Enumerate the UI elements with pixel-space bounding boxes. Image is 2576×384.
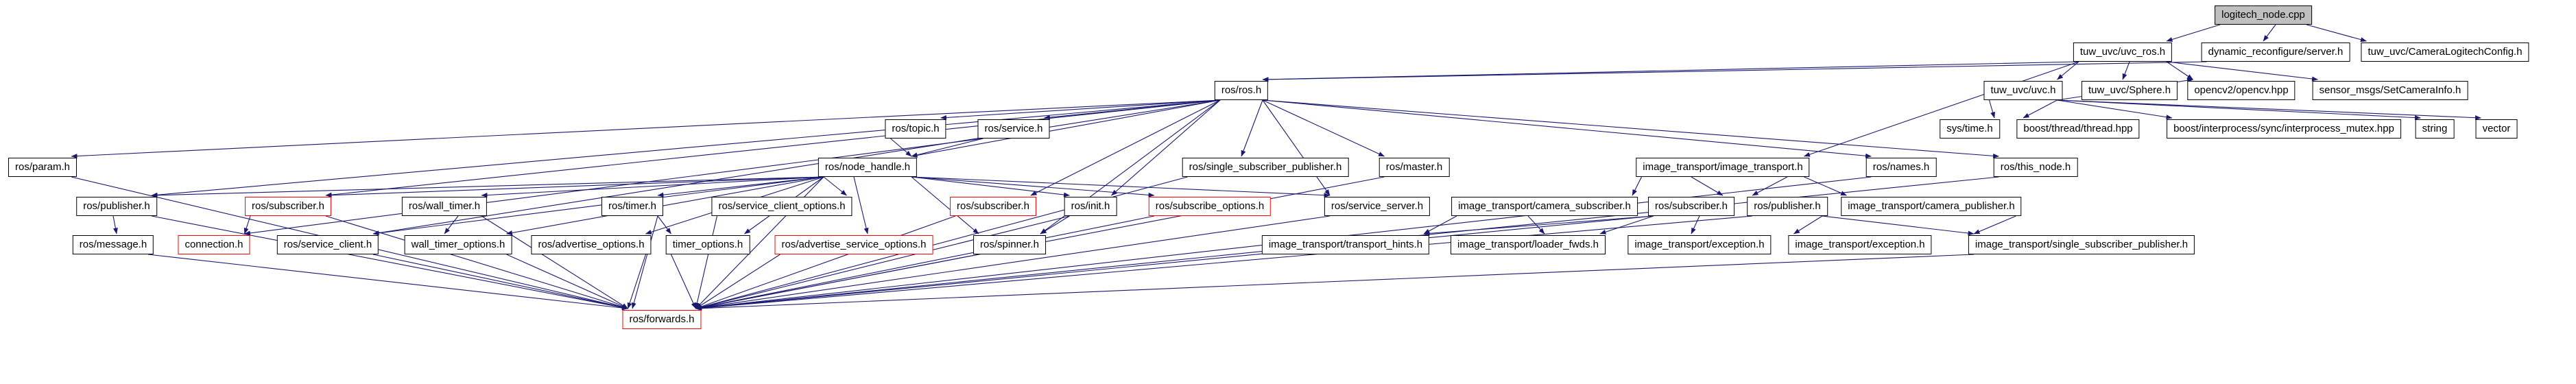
graph-node-forwards[interactable]: ros/forwards.h	[622, 310, 702, 329]
graph-node-opencv[interactable]: opencv2/opencv.hpp	[2187, 81, 2295, 100]
graph-node-wall_timer[interactable]: ros/wall_timer.h	[401, 197, 488, 216]
graph-node-subscriber1[interactable]: ros/subscriber.h	[245, 197, 331, 216]
graph-node-logconfig[interactable]: tuw_uvc/CameraLogitechConfig.h	[2361, 43, 2529, 62]
graph-node-setcamerainfo[interactable]: sensor_msgs/SetCameraInfo.h	[2312, 81, 2468, 100]
graph-node-timer_opts[interactable]: timer_options.h	[665, 235, 750, 254]
graph-node-it_ssp[interactable]: image_transport/single_subscriber_publis…	[1968, 235, 2195, 254]
graph-node-it_exc2[interactable]: image_transport/exception.h	[1788, 235, 1932, 254]
graph-node-master[interactable]: ros/master.h	[1379, 158, 1450, 177]
graph-node-root: logitech_node.cpp	[2215, 5, 2312, 25]
graph-node-param[interactable]: ros/param.h	[8, 158, 77, 177]
graph-node-connection[interactable]: connection.h	[178, 235, 250, 254]
graph-node-dynreconf[interactable]: dynamic_reconfigure/server.h	[2201, 43, 2350, 62]
graph-node-boostthread[interactable]: boost/thread/thread.hpp	[2016, 119, 2140, 139]
graph-node-systime[interactable]: sys/time.h	[1940, 119, 2000, 139]
graph-node-publisher2[interactable]: ros/publisher.h	[1747, 197, 1828, 216]
graph-node-subopts[interactable]: ros/subscribe_options.h	[1148, 197, 1272, 216]
graph-node-adv_opts[interactable]: ros/advertise_options.h	[531, 235, 652, 254]
graph-node-uvc[interactable]: tuw_uvc/uvc.h	[1983, 81, 2063, 100]
graph-node-this_node[interactable]: ros/this_node.h	[1993, 158, 2078, 177]
graph-node-publisher1[interactable]: ros/publisher.h	[76, 197, 157, 216]
graph-node-node_handle[interactable]: ros/node_handle.h	[818, 158, 918, 177]
graph-node-ssp[interactable]: ros/single_subscriber_publisher.h	[1182, 158, 1349, 177]
graph-node-subscriber2[interactable]: ros/subscriber.h	[950, 197, 1036, 216]
graph-node-it[interactable]: image_transport/image_transport.h	[1636, 158, 1810, 177]
graph-node-wto[interactable]: wall_timer_options.h	[404, 235, 512, 254]
graph-node-topic[interactable]: ros/topic.h	[885, 119, 946, 139]
graph-node-sco[interactable]: ros/service_client_options.h	[711, 197, 852, 216]
graph-node-it_loader[interactable]: image_transport/loader_fwds.h	[1451, 235, 1606, 254]
graph-node-it_cam_sub[interactable]: image_transport/camera_subscriber.h	[1451, 197, 1638, 216]
graph-node-aso[interactable]: ros/advertise_service_options.h	[774, 235, 933, 254]
graph-node-timer[interactable]: ros/timer.h	[601, 197, 664, 216]
graph-node-service_server[interactable]: ros/service_server.h	[1324, 197, 1431, 216]
graph-node-subscriber3[interactable]: ros/subscriber.h	[1648, 197, 1734, 216]
graph-node-service_client[interactable]: ros/service_client.h	[276, 235, 379, 254]
graph-node-uvc_ros[interactable]: tuw_uvc/uvc_ros.h	[2073, 43, 2173, 62]
graph-node-service[interactable]: ros/service.h	[977, 119, 1050, 139]
graph-node-init[interactable]: ros/init.h	[1064, 197, 1117, 216]
graph-node-names[interactable]: ros/names.h	[1865, 158, 1937, 177]
graph-node-it_exc1[interactable]: image_transport/exception.h	[1627, 235, 1772, 254]
graph-node-vector[interactable]: vector	[2475, 119, 2518, 139]
graph-node-it_cam_pub[interactable]: image_transport/camera_publisher.h	[1841, 197, 2022, 216]
graph-node-ros[interactable]: ros/ros.h	[1214, 81, 1269, 100]
graph-node-string[interactable]: string	[2415, 119, 2455, 139]
graph-node-message[interactable]: ros/message.h	[72, 235, 154, 254]
graph-node-interprocess[interactable]: boost/interprocess/sync/interprocess_mut…	[2167, 119, 2401, 139]
graph-node-spinner[interactable]: ros/spinner.h	[973, 235, 1046, 254]
graph-node-sphere[interactable]: tuw_uvc/Sphere.h	[2081, 81, 2178, 100]
graph-node-it_hints[interactable]: image_transport/transport_hints.h	[1261, 235, 1430, 254]
